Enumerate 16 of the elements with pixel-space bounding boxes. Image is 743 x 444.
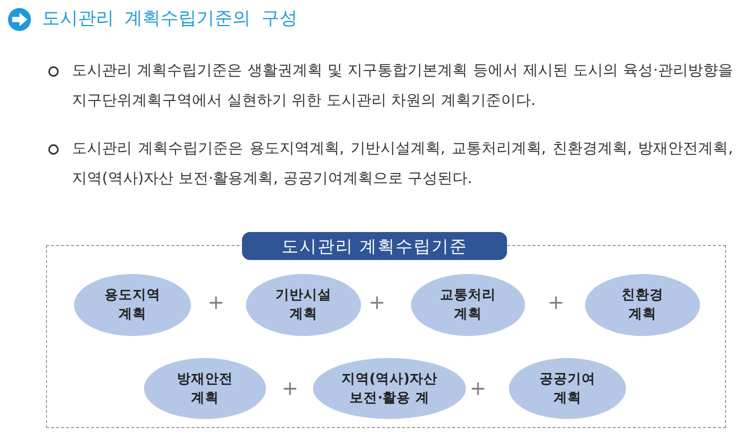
bullet-text: 도시관리 계획수립기준은 용도지역계획, 기반시설계획, 교통처리계획, 친환경계획, 방재안전계획, 지역(역사)자산 보전·활용계획, 공공기여계획으로 구성된다. [72, 138, 733, 189]
node-label: 기반시설 계획 [274, 286, 332, 324]
bullet-text: 도시관리 계획수립기준은 생활권계획 및 지구통합기본계획 등에서 제시된 도시의 육성·관리방향을 지구단위계획구역에서 실현하기 위한 도시관리 차원의 계획기준이다. [72, 60, 733, 111]
plus-sign: + [470, 378, 486, 398]
title: 도시관리 계획수립기준의 구성 [42, 7, 298, 31]
node-label: 공공기여 계획 [538, 370, 596, 408]
plus-sign: + [282, 378, 298, 398]
node-label: 방재안전 계획 [176, 370, 234, 408]
node-label: 지역(역사)자산 보전·활용 계 [340, 370, 439, 408]
node-label: 교통처리 계획 [439, 286, 497, 324]
group-title: 도시관리 계획수립기준 [242, 232, 507, 260]
plus-sign: + [548, 292, 564, 312]
node-label: 용도지역 계획 [104, 286, 162, 324]
node-label: 친환경 계획 [620, 286, 664, 324]
plus-sign: + [208, 292, 224, 312]
plus-sign: + [368, 292, 386, 312]
